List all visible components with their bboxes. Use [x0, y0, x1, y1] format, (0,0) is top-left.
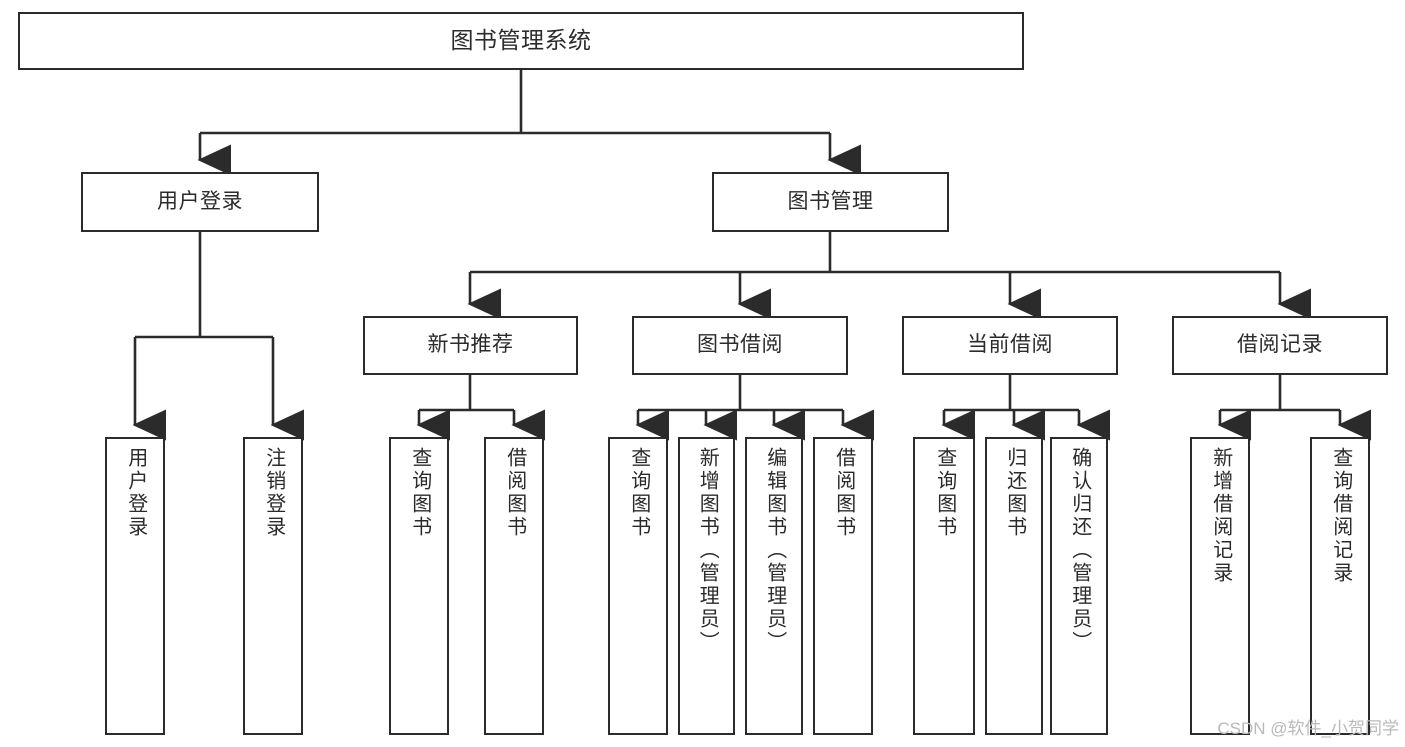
leaf-query-book-current[interactable]: 查询图书 [913, 437, 975, 735]
watermark-text: CSDN @软件_小贺同学 [1217, 719, 1399, 738]
node-label: 查询图书 [627, 447, 650, 539]
node-current-borrow[interactable]: 当前借阅 [902, 316, 1118, 375]
leaf-logout[interactable]: 注销登录 [243, 437, 303, 735]
node-user-login[interactable]: 用户登录 [81, 172, 319, 232]
leaf-add-book-admin[interactable]: 新增图书（管理员） [678, 437, 735, 735]
leaf-add-borrow-record[interactable]: 新增借阅记录 [1190, 437, 1250, 735]
node-borrow-record[interactable]: 借阅记录 [1172, 316, 1388, 375]
node-root-system[interactable]: 图书管理系统 [18, 12, 1024, 70]
leaf-query-book-recommend[interactable]: 查询图书 [389, 437, 449, 735]
leaf-borrow-book[interactable]: 借阅图书 [813, 437, 873, 735]
leaf-edit-book-admin[interactable]: 编辑图书（管理员） [745, 437, 803, 735]
node-label: 新增借阅记录 [1209, 447, 1232, 585]
node-label: 查询借阅记录 [1329, 447, 1352, 585]
node-label: 用户登录 [124, 447, 147, 539]
node-label: 编辑图书（管理员） [763, 447, 786, 654]
leaf-borrow-book-recommend[interactable]: 借阅图书 [484, 437, 544, 735]
node-label: 查询图书 [933, 447, 956, 539]
node-label: 用户登录 [157, 189, 243, 213]
node-label: 借阅记录 [1237, 333, 1323, 357]
node-label: 注销登录 [262, 447, 285, 539]
node-label: 新书推荐 [427, 333, 514, 357]
leaf-user-login[interactable]: 用户登录 [105, 437, 165, 735]
node-label: 借阅图书 [832, 447, 855, 539]
node-label: 借阅图书 [503, 447, 526, 539]
node-label: 当前借阅 [967, 333, 1053, 357]
node-label: 确认归还（管理员） [1068, 447, 1091, 654]
leaf-return-book[interactable]: 归还图书 [985, 437, 1043, 735]
node-label: 查询图书 [408, 447, 431, 539]
node-label: 图书管理 [787, 189, 874, 213]
leaf-confirm-return-admin[interactable]: 确认归还（管理员） [1050, 437, 1108, 735]
node-label: 归还图书 [1003, 447, 1026, 539]
leaf-query-book-borrow[interactable]: 查询图书 [608, 437, 668, 735]
node-book-management[interactable]: 图书管理 [712, 172, 949, 232]
node-new-book-recommend[interactable]: 新书推荐 [363, 316, 578, 375]
node-label: 图书借阅 [697, 333, 783, 357]
node-label: 新增图书（管理员） [696, 447, 719, 654]
leaf-query-borrow-record[interactable]: 查询借阅记录 [1310, 437, 1370, 735]
node-label: 图书管理系统 [450, 27, 592, 54]
node-book-borrow[interactable]: 图书借阅 [632, 316, 848, 375]
